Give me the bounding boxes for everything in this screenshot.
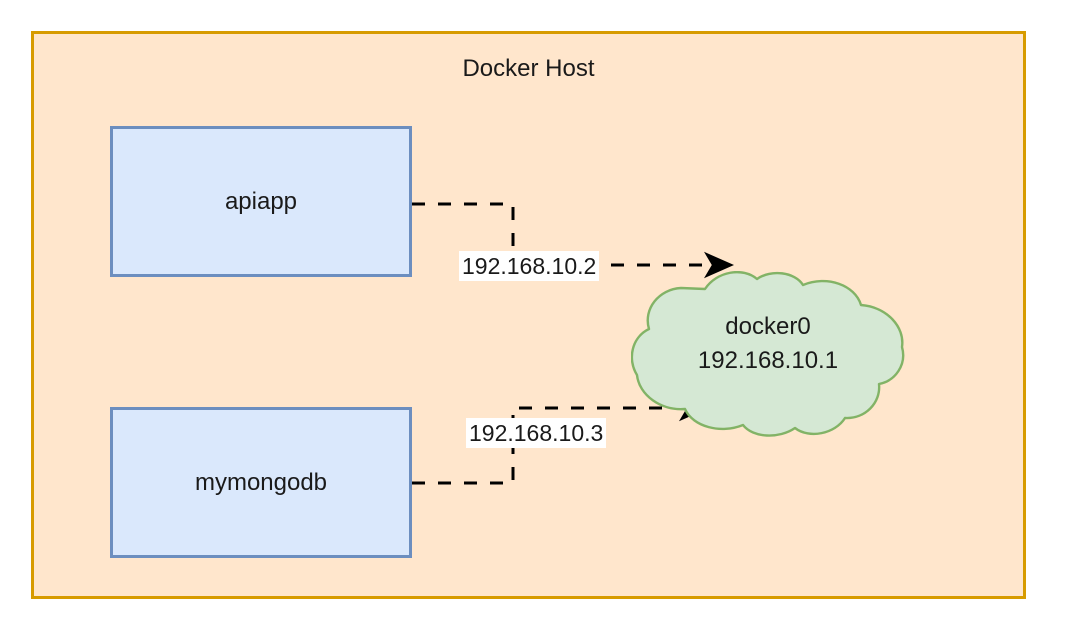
edge-label-mymongodb-ip: 192.168.10.3 [466,418,607,448]
cloud-label-ip: 192.168.10.1 [697,347,839,374]
cloud-docker0[interactable] [631,271,905,437]
docker-host-title: Docker Host [462,55,595,82]
container-box-mymongodb[interactable]: mymongodb [110,407,412,558]
container-label-apiapp: apiapp [224,187,298,215]
container-box-apiapp[interactable]: apiapp [110,126,412,277]
cloud-label-name: docker0 [725,313,811,340]
cloud-label-group: docker0 192.168.10.1 [640,310,896,378]
container-label-mymongodb: mymongodb [194,468,328,496]
edge-label-apiapp-ip: 192.168.10.2 [459,251,600,281]
cloud-shape [631,271,905,437]
